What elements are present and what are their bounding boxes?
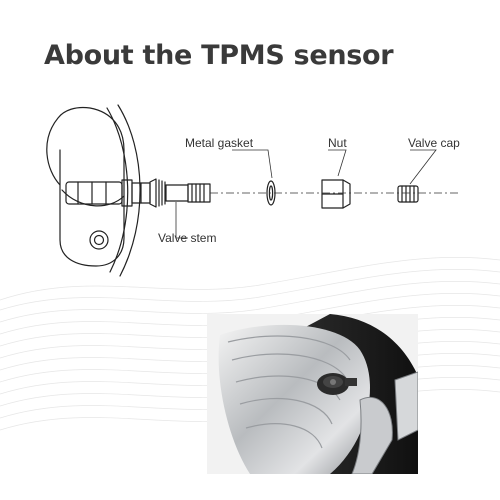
mounted-sensor xyxy=(317,373,357,395)
sensor-body xyxy=(46,106,133,267)
valve-cap-part xyxy=(397,185,419,203)
page-title: About the TPMS sensor xyxy=(44,40,394,71)
metal-gasket-leader xyxy=(232,149,273,179)
valve-cap-leader xyxy=(409,149,437,185)
nut-leader xyxy=(328,149,347,177)
label-valve-stem: Valve stem xyxy=(158,231,217,245)
label-nut: Nut xyxy=(328,136,347,150)
nut-part xyxy=(321,179,351,209)
sensor-hole xyxy=(89,230,109,250)
valve-stem-leader xyxy=(175,202,188,239)
alloy-spoke xyxy=(351,397,393,474)
label-valve-cap: Valve cap xyxy=(408,136,460,150)
wheel-rim-outline xyxy=(106,104,141,277)
label-metal-gasket: Metal gasket xyxy=(185,136,254,150)
